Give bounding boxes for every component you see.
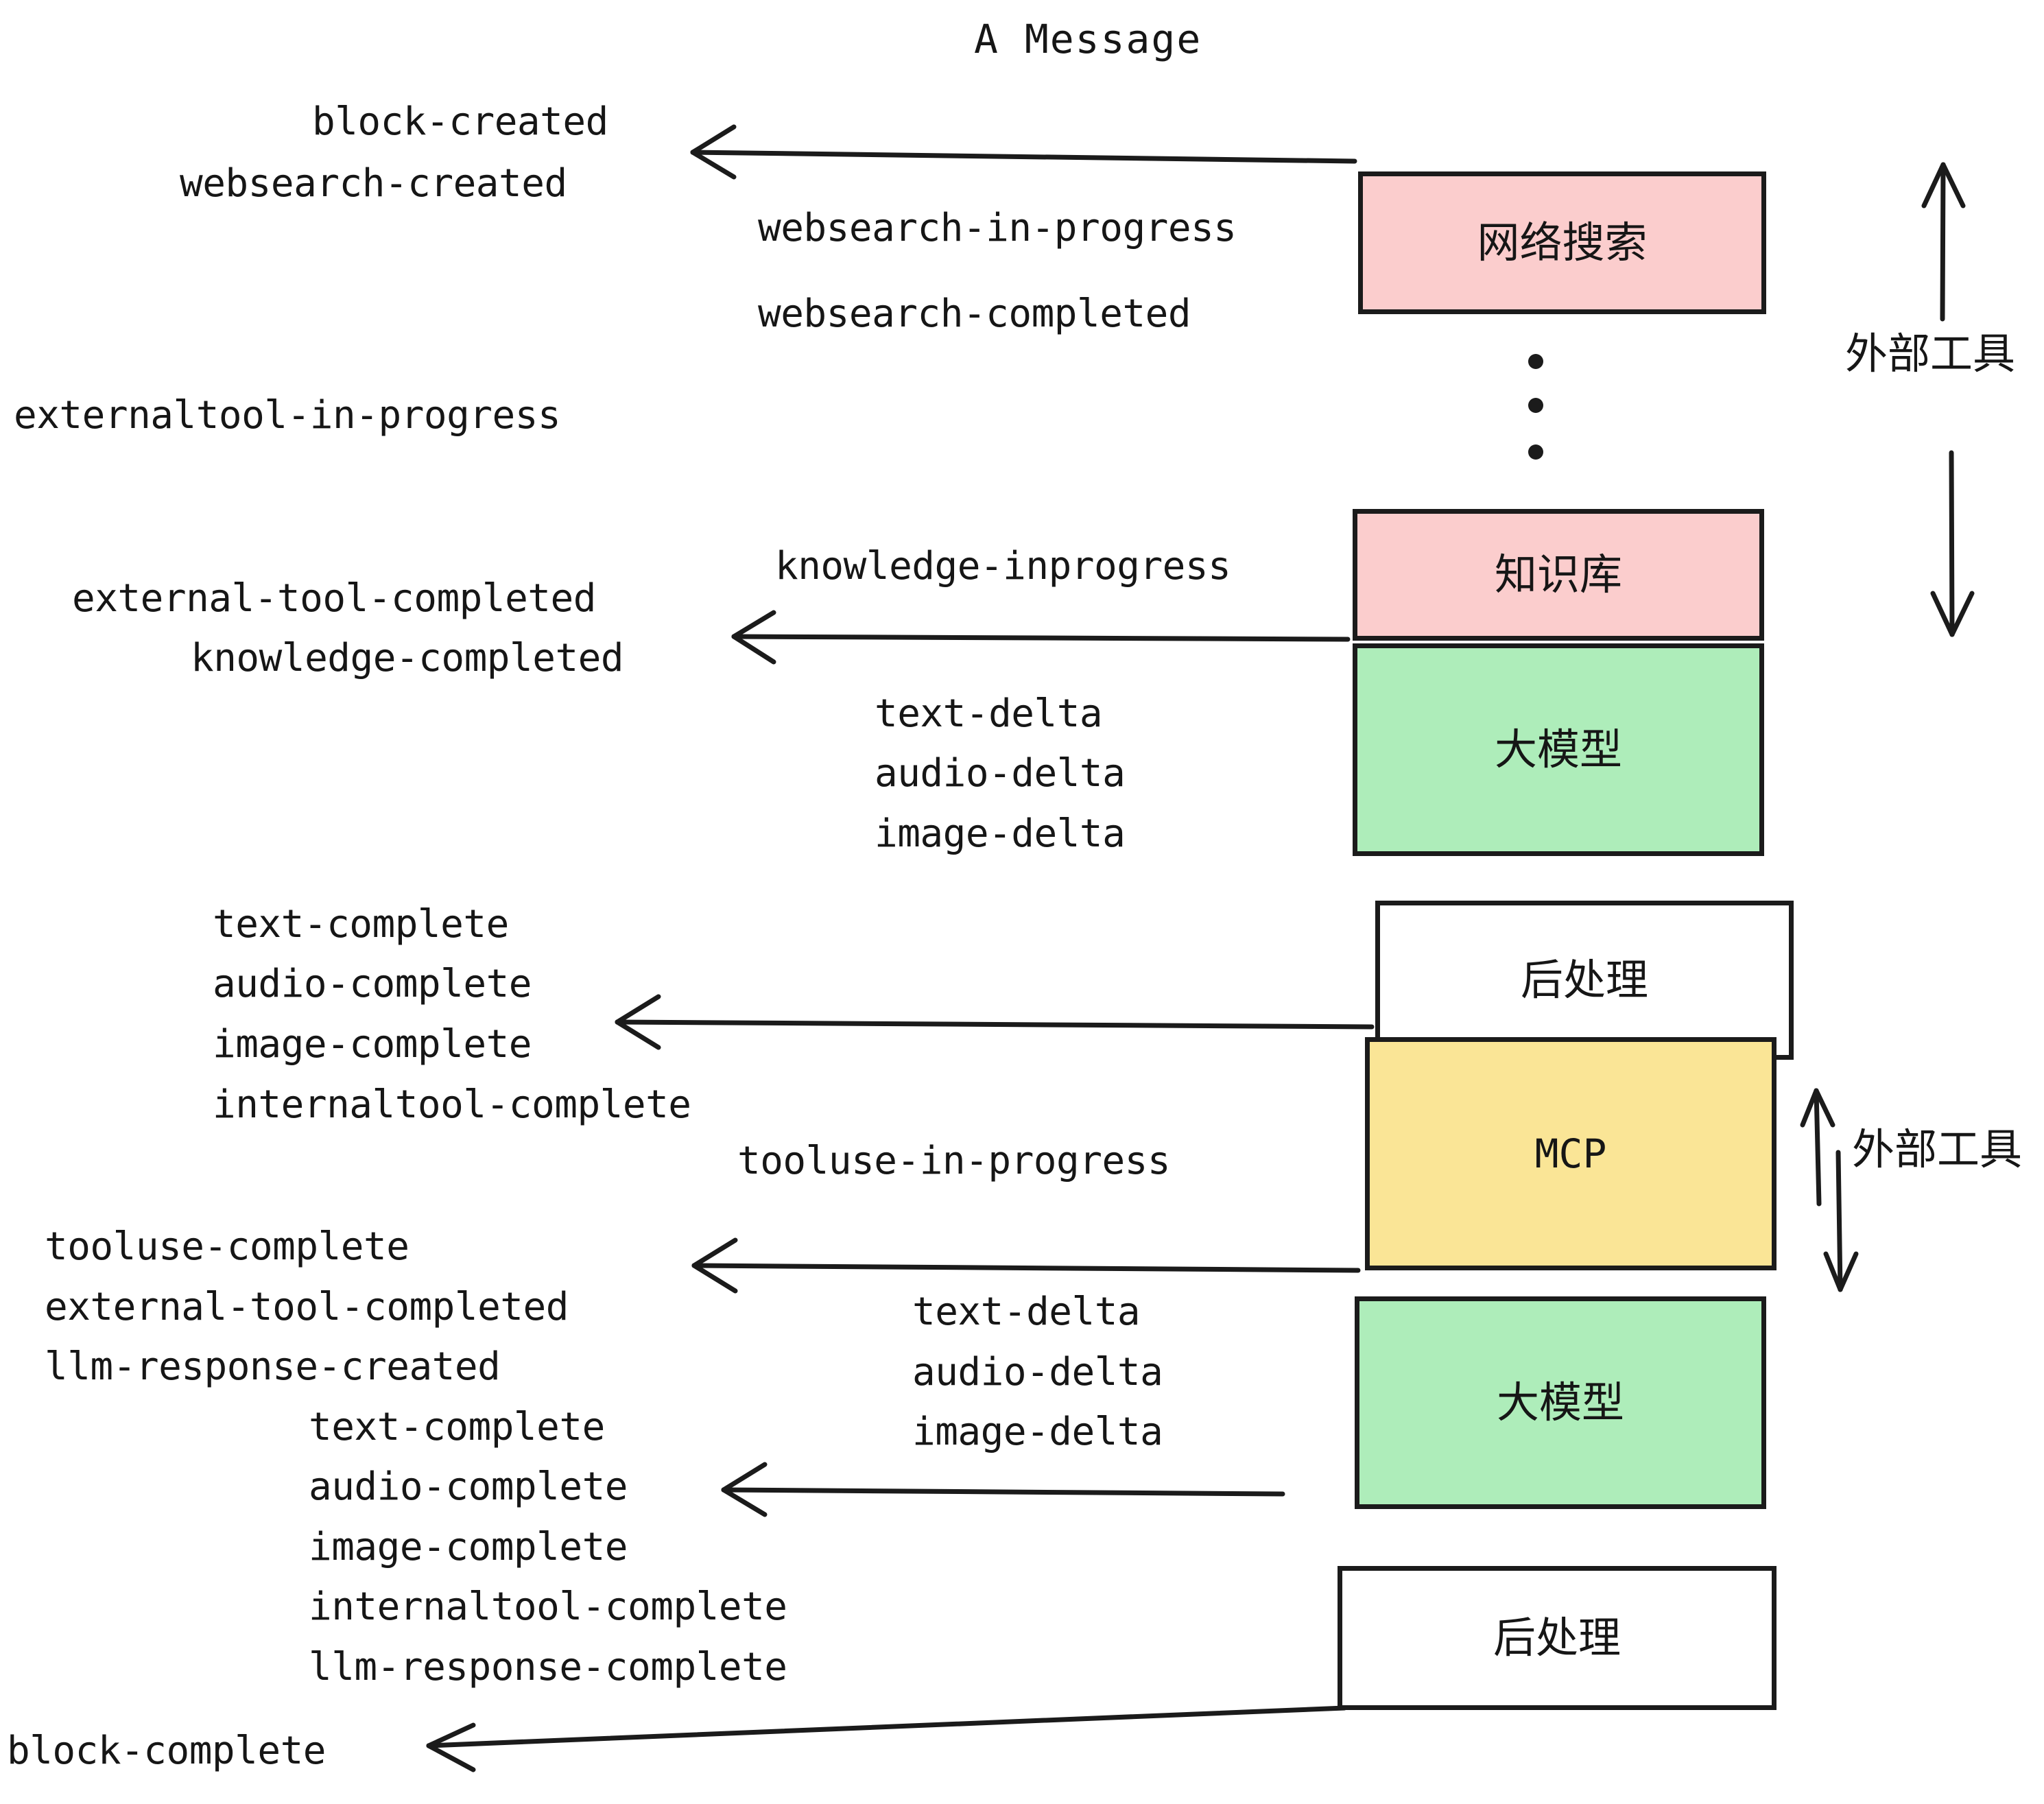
- event-label: externaltool-in-progress: [14, 393, 561, 438]
- arrow-knowledge-completed: [731, 610, 1351, 665]
- event-label: image-delta: [875, 811, 1126, 856]
- ellipsis-dot-icon: [1528, 398, 1543, 413]
- component-box: 知识库: [1353, 509, 1764, 641]
- event-label: llm-response-complete: [309, 1645, 787, 1689]
- arrow-block-created: [690, 124, 1357, 180]
- event-label: image-complete: [309, 1525, 628, 1569]
- event-label: knowledge-inprogress: [775, 544, 1231, 589]
- page-title: A Message: [974, 16, 1202, 62]
- arrow-tooluse-complete: [691, 1237, 1361, 1294]
- event-label: text-delta: [912, 1290, 1141, 1334]
- ellipsis-dot-icon: [1528, 354, 1543, 369]
- component-box: 后处理: [1338, 1566, 1776, 1710]
- component-box: 网络搜索: [1358, 171, 1766, 314]
- event-label: internaltool-complete: [309, 1585, 787, 1629]
- event-label: tooluse-complete: [45, 1224, 409, 1269]
- arrow-image-complete: [615, 994, 1375, 1050]
- ellipsis-dot-icon: [1528, 444, 1543, 460]
- event-label: block-created: [312, 99, 608, 144]
- component-box: MCP: [1365, 1037, 1776, 1270]
- event-label: audio-complete: [213, 962, 532, 1006]
- event-label: external-tool-completed: [72, 576, 596, 621]
- component-box: 后处理: [1375, 901, 1794, 1060]
- event-label: audio-complete: [309, 1464, 628, 1509]
- external-tool-label: 外部工具: [1845, 329, 2016, 379]
- event-label: text-complete: [213, 902, 509, 947]
- event-label: websearch-created: [180, 161, 567, 206]
- event-label: text-delta: [875, 691, 1103, 736]
- arrow-external-tool-top-up: [1921, 162, 1966, 322]
- event-label: text-complete: [309, 1405, 605, 1449]
- event-label: image-complete: [213, 1022, 532, 1067]
- event-label: external-tool-completed: [45, 1285, 569, 1329]
- external-tool-label: 外部工具: [1852, 1124, 2023, 1174]
- event-label: audio-delta: [875, 751, 1126, 796]
- event-label: block-complete: [7, 1729, 326, 1773]
- event-label: llm-response-created: [45, 1344, 501, 1389]
- event-label: knowledge-completed: [191, 636, 624, 680]
- arrow-external-tool-bottom-up: [1800, 1088, 1835, 1207]
- arrow-audio-complete: [721, 1462, 1285, 1517]
- event-label: websearch-in-progress: [758, 206, 1237, 250]
- event-label: websearch-completed: [758, 292, 1191, 336]
- event-label: image-delta: [912, 1410, 1163, 1454]
- component-box: 大模型: [1355, 1296, 1766, 1509]
- event-label: audio-delta: [912, 1350, 1163, 1394]
- arrow-external-tool-top-down: [1930, 450, 1975, 637]
- arrow-block-complete: [426, 1705, 1347, 1772]
- event-label: tooluse-in-progress: [737, 1139, 1171, 1183]
- event-label: internaltool-complete: [213, 1082, 691, 1127]
- component-box: 大模型: [1353, 643, 1764, 856]
